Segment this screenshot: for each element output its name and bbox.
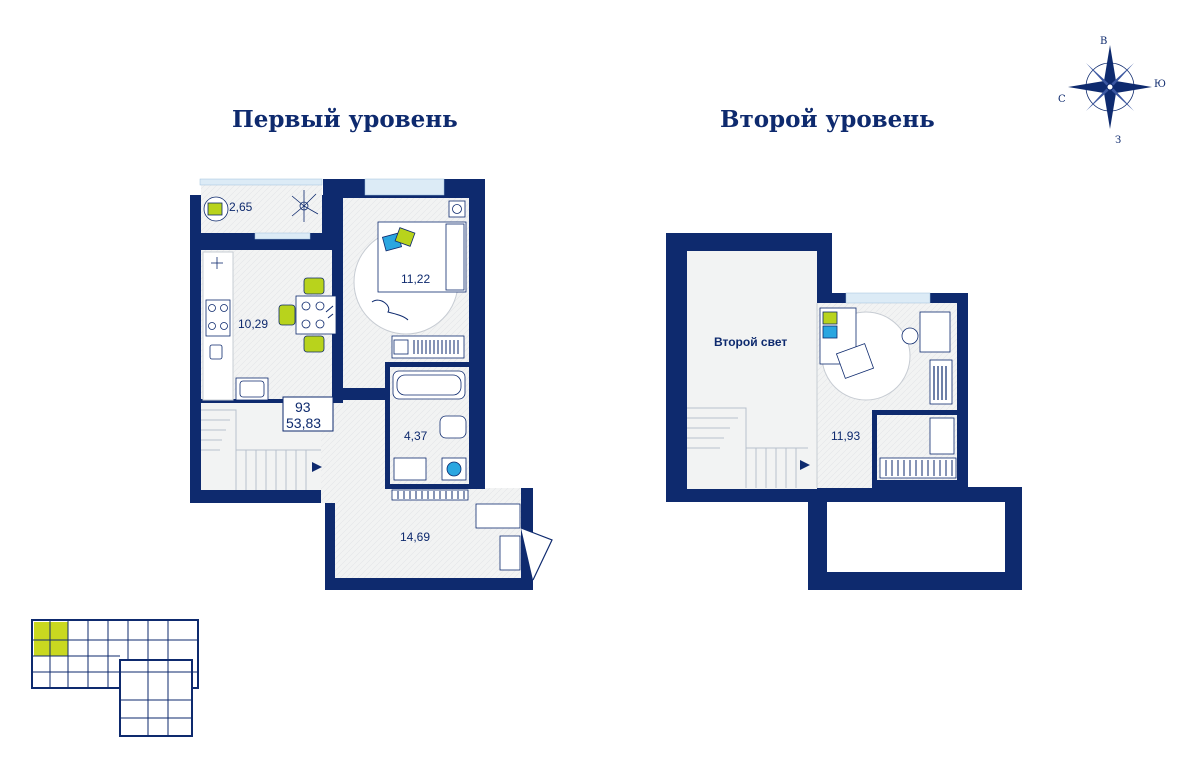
level-2-title: Второй уровень — [720, 106, 935, 133]
compass-label-north: В — [1100, 36, 1107, 47]
hall-bottom — [335, 488, 521, 578]
apartment-info-box — [282, 396, 334, 432]
level-1-title: Первый уровень — [232, 106, 458, 133]
kitchen-area-label: 10,29 — [238, 317, 268, 331]
level-2-plan — [666, 233, 1022, 590]
compass-label-west: С — [1058, 94, 1066, 105]
second-light-label: Второй свет — [714, 335, 787, 349]
hall-area-label: 14,69 — [400, 530, 430, 544]
compass-label-south: З — [1115, 135, 1121, 146]
balcony-area-label: 2,65 — [229, 200, 253, 214]
apartment-number: 93 — [295, 399, 311, 415]
compass-label-east: Ю — [1154, 79, 1166, 90]
building-key-plan — [31, 619, 199, 737]
bedroom-2-area-label: 11,93 — [831, 429, 860, 443]
compass-rose-icon — [1068, 45, 1152, 129]
second-light-area — [687, 251, 817, 489]
lower-void — [827, 502, 1005, 572]
bedroom-area-label: 11,22 — [401, 272, 430, 286]
level-1-plan — [190, 178, 553, 590]
current-apartment-highlight — [34, 622, 68, 656]
apartment-total-area: 53,83 — [286, 415, 321, 431]
bathroom-area-label: 4,37 — [404, 429, 428, 443]
